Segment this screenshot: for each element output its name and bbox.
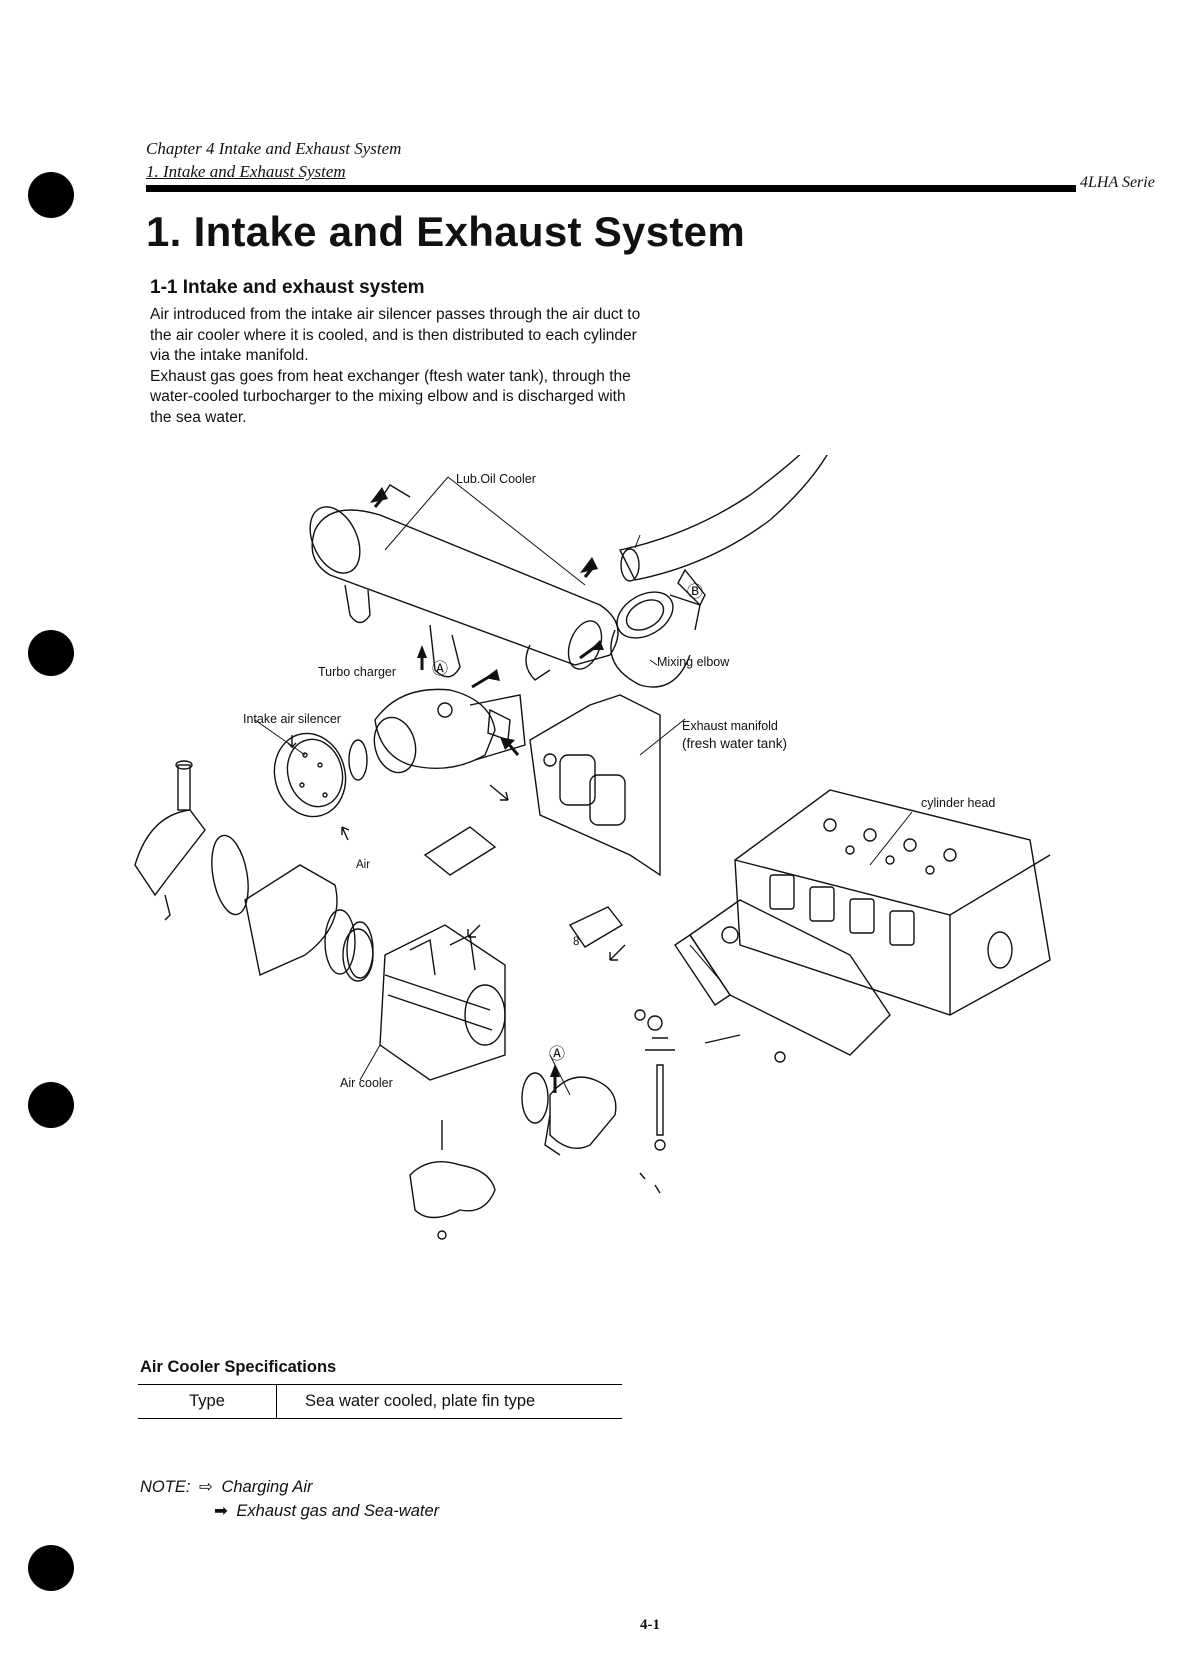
silencer-cover-drawing (134, 760, 206, 921)
body-paragraph-1: Air introduced from the intake air silen… (150, 306, 641, 364)
binder-hole-3 (28, 1082, 74, 1128)
exhaust-manifold-drawing (529, 694, 661, 877)
marker-a-bottom: Ⓐ (549, 1046, 566, 1063)
note: NOTE: ⇨ Charging Air ➡ Exhaust gas and S… (140, 1475, 439, 1523)
label-fresh-water-tank: (fresh water tank) (682, 736, 788, 751)
cylinder-head-drawing (734, 789, 1051, 1016)
chapter-header: Chapter 4 Intake and Exhaust System (146, 139, 402, 158)
turbo-charger-drawing (373, 688, 526, 774)
hollow-arrow-icon: ⇨ (199, 1478, 213, 1496)
note-row-2: ➡ Exhaust gas and Sea-water (140, 1499, 439, 1523)
intake-air-silencer-drawing (273, 732, 368, 818)
label-turbo-charger: Turbo charger (318, 665, 397, 679)
page-number: 4-1 (640, 1617, 660, 1633)
charging-air-arrows (287, 735, 626, 961)
air-cooler-drawing (379, 924, 506, 1081)
label-lub-oil-cooler: Lub.Oil Cooler (456, 472, 536, 486)
label-exhaust-manifold: Exhaust manifold (682, 719, 778, 733)
label-intake-air-silencer: Intake air silencer (243, 712, 341, 726)
intake-manifold-drawing (674, 899, 891, 1056)
label-mixing-elbow: Mixing elbow (657, 655, 730, 669)
header-rule (146, 185, 1076, 192)
flow-arrows (370, 487, 604, 1093)
body-paragraph-2: Exhaust gas goes from heat exchanger (ft… (150, 367, 631, 426)
leader-lines (254, 476, 913, 1096)
label-air: Air (356, 859, 371, 871)
label-air-cooler: Air cooler (340, 1076, 393, 1090)
page-title: 1. Intake and Exhaust System (146, 208, 745, 255)
diagram-drawing (134, 455, 1051, 1240)
note-exhaust-gas: Exhaust gas and Sea-water (236, 1502, 440, 1520)
section-subtitle: 1-1 Intake and exhaust system (150, 277, 425, 298)
label-part-8: 8 (573, 936, 580, 948)
binder-hole-4 (28, 1545, 74, 1591)
gaskets-drawing (342, 826, 624, 982)
note-charging-air: Charging Air (221, 1478, 313, 1496)
body-text: Air introduced from the intake air silen… (150, 305, 650, 428)
exhaust-pipe-drawing (618, 455, 828, 607)
series-header: 4LHA Serie (1080, 174, 1155, 191)
spec-key: Type (138, 1384, 277, 1419)
marker-a-top: Ⓐ (432, 661, 449, 678)
section-header: 1. Intake and Exhaust System (146, 162, 346, 181)
spec-table: Type Sea water cooled, plate fin type (138, 1384, 622, 1419)
exploded-diagram: Lub.Oil Cooler Mixing elbow Turbo charge… (130, 455, 1130, 1310)
elbow-cover-drawing (521, 1072, 617, 1156)
marker-b: Ⓑ (687, 584, 704, 601)
air-duct-drawing (211, 834, 374, 979)
mixing-elbow-drawing (525, 591, 701, 688)
note-label: NOTE: (140, 1478, 191, 1496)
spec-heading: Air Cooler Specifications (140, 1358, 337, 1376)
note-row-1: NOTE: ⇨ Charging Air (140, 1475, 439, 1499)
water-pump-housing-drawing (409, 1120, 496, 1240)
pipe-bolts-drawing (634, 1009, 786, 1194)
lub-oil-cooler-drawing (309, 484, 619, 678)
solid-arrow-icon: ➡ (214, 1502, 228, 1520)
binder-hole-1 (28, 172, 74, 218)
table-row: Type Sea water cooled, plate fin type (138, 1384, 622, 1419)
spec-value: Sea water cooled, plate fin type (276, 1384, 622, 1419)
binder-hole-2 (28, 630, 74, 676)
label-cylinder-head: cylinder head (921, 796, 996, 810)
